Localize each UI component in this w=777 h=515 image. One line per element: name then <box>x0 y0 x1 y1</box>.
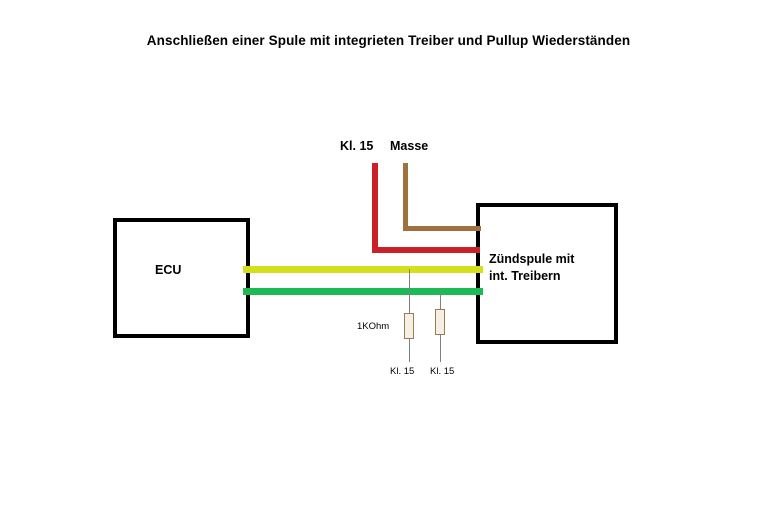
wire-signal-green <box>243 288 483 295</box>
block-ecu-label: ECU <box>155 263 182 277</box>
block-ignition-coil <box>476 203 618 344</box>
label-masse: Masse <box>390 139 429 153</box>
block-ecu <box>113 218 250 338</box>
diagram-title: Anschließen einer Spule mit integrieten … <box>146 33 631 48</box>
pullup-line-left <box>409 269 410 314</box>
wire-ground-brown-vertical <box>403 163 408 230</box>
block-ignition-coil-label-line1: Zündspule mit <box>489 252 575 266</box>
label-resistor-value: 1KOhm <box>357 321 390 332</box>
resistor-right-symbol <box>435 309 445 335</box>
block-ignition-coil-label-line2: int. Treibern <box>489 269 561 283</box>
pullup-line-left-lower <box>409 338 410 362</box>
pullup-line-right <box>440 291 441 311</box>
wire-power-red-vertical <box>372 163 378 253</box>
wire-ground-brown-horizontal <box>403 226 481 231</box>
label-kl15-top: Kl. 15 <box>340 139 374 153</box>
label-kl15-left: Kl. 15 <box>390 366 415 377</box>
wire-signal-yellow <box>243 266 483 273</box>
wire-power-red-horizontal <box>372 247 480 253</box>
label-kl15-right: Kl. 15 <box>430 366 455 377</box>
pullup-line-right-lower <box>440 334 441 362</box>
resistor-left-symbol <box>404 313 414 339</box>
